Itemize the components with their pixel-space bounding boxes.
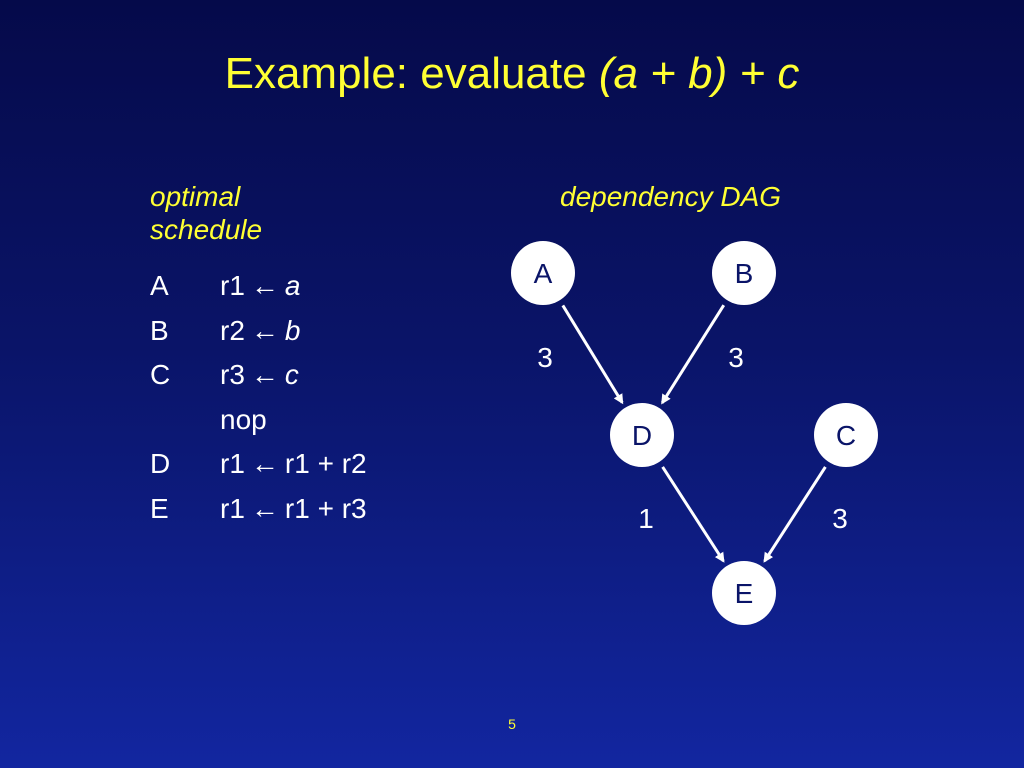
instruction-dest: r3 (220, 359, 245, 391)
dag-edge-c-e (763, 466, 827, 563)
dag-node-circle (610, 403, 674, 467)
instruction-operand: r1 + r3 (284, 493, 367, 524)
edge-weight-label: 3 (537, 342, 553, 373)
schedule-heading-line2: schedule (150, 214, 263, 245)
assign-arrow-icon: ← (250, 270, 279, 301)
instruction-dest: r1 (220, 270, 245, 301)
dag-node-circle (712, 241, 776, 305)
dag-node-circle (712, 561, 776, 625)
schedule-row-instruction: r3←c (220, 355, 299, 395)
dag-node-label: A (534, 258, 553, 289)
slide-title: Example: evaluate (a + b) + c (0, 44, 1024, 104)
schedule-heading: optimal schedule (150, 180, 350, 246)
schedule-row-instruction: r2←b (220, 311, 300, 351)
dag-node-e: E (712, 561, 776, 625)
schedule-row-id: D (150, 448, 171, 480)
schedule-row-instruction: nop (220, 400, 267, 440)
dag-node-c: C (814, 403, 878, 467)
assign-arrow-icon: ← (250, 493, 279, 524)
dag-node-circle (814, 403, 878, 467)
schedule-row-id: E (150, 493, 169, 524)
instruction-dest: r1 (220, 448, 245, 480)
assign-arrow-icon: ← (250, 448, 279, 480)
schedule-heading-line1: optimal (150, 181, 241, 212)
edge-weight-label: 3 (728, 342, 744, 373)
dag-edge-a-d (561, 304, 624, 405)
edge-weight-label: 1 (638, 503, 654, 534)
dag-node-a: A (511, 241, 575, 305)
instruction-dest: nop (220, 403, 267, 435)
dag-heading: dependency DAG (560, 181, 782, 212)
title-prefix: Example: evaluate (224, 49, 599, 98)
schedule-row-instruction: r1←r1 + r3 (220, 489, 367, 529)
instruction-operand: c (284, 359, 299, 391)
page-number: 5 (508, 716, 516, 732)
dag-node-circle (511, 241, 575, 305)
dag-edge-d-e (661, 466, 725, 563)
schedule-row-id: C (150, 359, 171, 391)
schedule-row-instruction: r1←a (220, 266, 300, 306)
dag-edge-b-d (660, 304, 726, 405)
dag-node-label: D (632, 420, 652, 451)
instruction-dest: r1 (220, 493, 245, 524)
instruction-operand: b (284, 314, 301, 346)
assign-arrow-icon: ← (250, 314, 279, 346)
dag-node-b: B (712, 241, 776, 305)
dag-node-label: E (735, 578, 754, 609)
dag-node-d: D (610, 403, 674, 467)
instruction-operand: a (284, 270, 301, 301)
instruction-dest: r2 (220, 314, 245, 346)
edge-weight-label: 3 (832, 503, 848, 534)
schedule-row-id: B (150, 314, 169, 346)
schedule-row-id: A (150, 270, 169, 301)
title-expression: (a + b) + c (598, 49, 800, 98)
dag-node-label: C (836, 420, 856, 451)
instruction-operand: r1 + r2 (284, 448, 367, 480)
schedule-row-instruction: r1←r1 + r2 (220, 444, 367, 484)
dag-node-label: B (735, 258, 754, 289)
assign-arrow-icon: ← (250, 359, 279, 391)
